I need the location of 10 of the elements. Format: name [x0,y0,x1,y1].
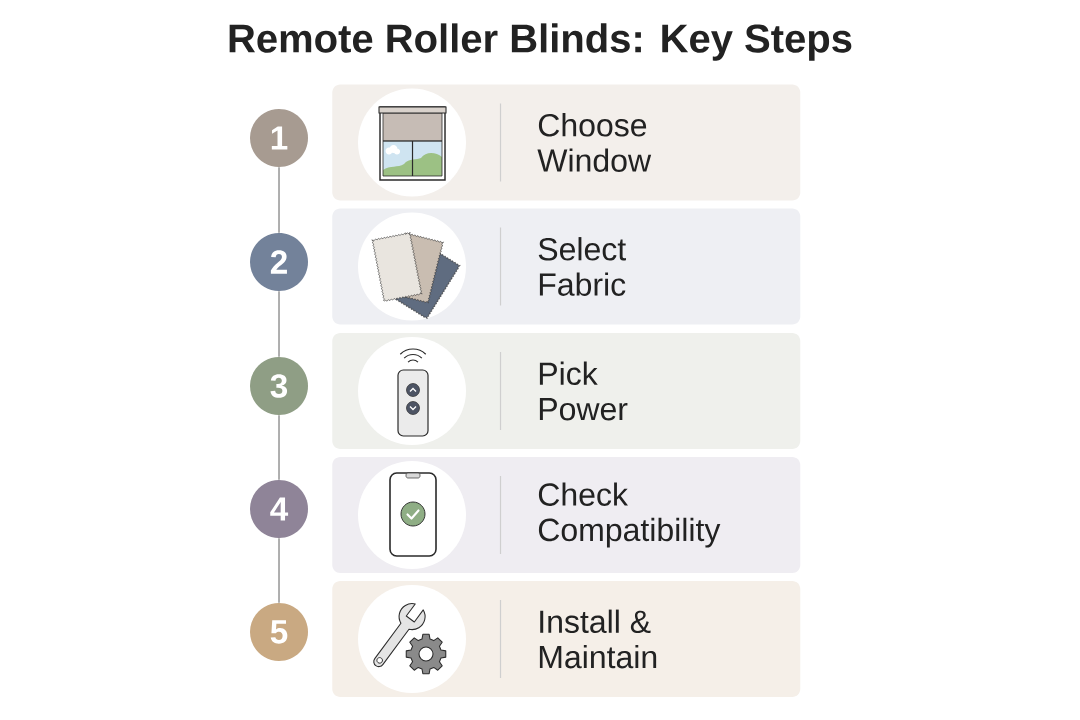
connector-line [278,290,280,358]
connector-line [278,537,280,604]
step-number: 1 [250,109,308,167]
step-number: 2 [250,233,308,291]
title: Remote Roller Blinds: Key Steps [229,23,852,61]
connector-line [278,414,280,481]
step-number: 5 [250,603,308,661]
step-number: 4 [250,480,308,538]
step-number: 3 [250,357,308,415]
connector-line [278,166,280,234]
